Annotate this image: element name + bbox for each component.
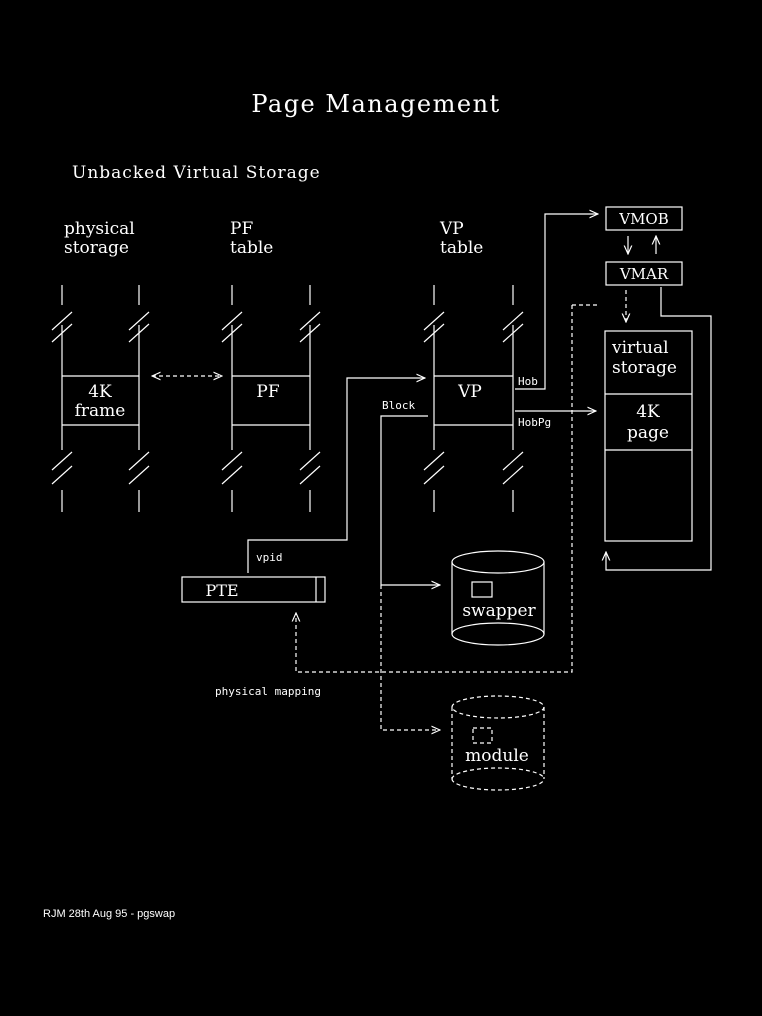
pf-box-label: PF — [256, 382, 279, 402]
swapper-cylinder — [451, 550, 545, 646]
vmob-box — [605, 206, 683, 231]
virtual-storage-label-1: virtual — [611, 338, 669, 358]
physical-mapping-arrow — [296, 305, 573, 673]
frame-box-label-2: frame — [75, 401, 126, 421]
vp-table-header-1: VP — [439, 219, 464, 239]
pte-label: PTE — [205, 581, 238, 600]
block-to-swapper-arrow — [380, 415, 440, 585]
module-label: module — [465, 746, 529, 766]
pf-table-header-1: PF — [230, 219, 253, 239]
frame-box-label-1: 4K — [88, 382, 112, 402]
module-cylinder — [451, 695, 545, 791]
vmar-label: VMAR — [619, 265, 669, 283]
vp-table-header-2: table — [440, 238, 483, 258]
swapper-label: swapper — [462, 601, 536, 621]
pf-table-header-2: table — [230, 238, 273, 258]
physical-storage-header-2: storage — [64, 238, 129, 258]
vpid-arrow — [247, 378, 425, 573]
block-label: Block — [382, 399, 415, 412]
page-label-2: page — [627, 423, 669, 443]
vmar-loop-arrow — [606, 287, 712, 571]
vp-box-label: VP — [457, 382, 482, 402]
physical-storage-header-1: physical — [64, 219, 135, 239]
hob-arrow — [515, 214, 598, 390]
diagram-subtitle: Unbacked Virtual Storage — [72, 163, 321, 183]
page-label-1: 4K — [636, 402, 660, 422]
block-to-module-arrow — [380, 585, 440, 730]
pte-box — [181, 576, 326, 603]
physical-storage-column — [51, 285, 150, 512]
footer-credit: RJM 28th Aug 95 - pgswap — [43, 908, 175, 920]
vmar-box — [605, 261, 683, 286]
virtual-storage-box — [604, 330, 693, 542]
page-title: Page Management — [251, 90, 500, 118]
hob-label: Hob — [518, 375, 538, 388]
virtual-storage-label-2: storage — [612, 358, 677, 378]
vpid-label: vpid — [256, 551, 283, 564]
physical-mapping-label: physical mapping — [215, 685, 321, 698]
pf-table-column — [221, 285, 321, 512]
vp-table-column — [423, 285, 524, 512]
vmob-label: VMOB — [618, 210, 669, 228]
hobpg-label: HobPg — [518, 416, 551, 429]
